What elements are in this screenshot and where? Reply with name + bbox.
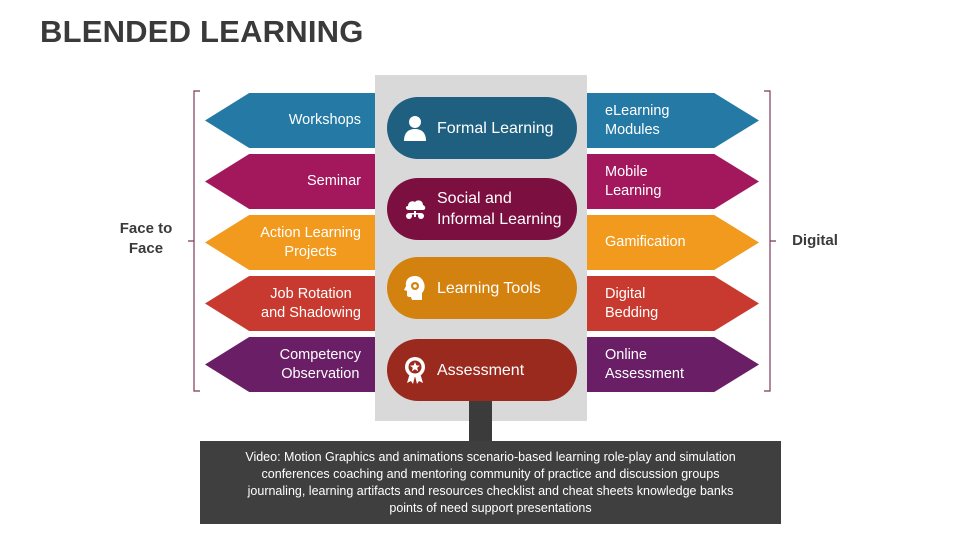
left-arrow-job-rotation: Job Rotation and Shadowing	[205, 276, 375, 331]
arrow-label: Mobile Learning	[605, 163, 662, 199]
right-arrow-mobile: Mobile Learning	[587, 154, 759, 209]
pill-label: Learning Tools	[437, 279, 541, 297]
left-arrow-action-learning: Action Learning Projects	[205, 215, 375, 270]
left-arrow-workshops: Workshops	[205, 93, 375, 148]
arrow-label: Seminar	[307, 173, 361, 189]
right-bracket	[764, 90, 776, 392]
digital-label: Digital	[792, 232, 838, 249]
arrow-label: eLearning Modules	[605, 102, 670, 138]
left-arrow-competency: Competency Observation	[205, 337, 375, 392]
page-title: BLENDED LEARNING	[40, 14, 364, 49]
arrow-label: Job Rotation and Shadowing	[261, 285, 361, 321]
pill-assessment: Assessment	[387, 339, 577, 401]
pill-label: Formal Learning	[437, 119, 554, 137]
arrow-label: Competency Observation	[279, 346, 361, 382]
connector-stem	[469, 400, 492, 442]
face-to-face-label: Face to Face	[119, 220, 173, 257]
right-arrow-gamification: Gamification	[587, 215, 759, 270]
pill-label: Social and Informal Learning	[437, 190, 562, 228]
right-arrow-elearning: eLearning Modules	[587, 93, 759, 148]
arrow-label: Online Assessment	[605, 346, 684, 382]
pill-formal-learning: Formal Learning	[387, 97, 577, 159]
arrow-label: Gamification	[605, 234, 686, 250]
person-icon	[401, 114, 429, 142]
arrow-label: Action Learning Projects	[260, 224, 361, 260]
bottom-description-text: Video: Motion Graphics and animations sc…	[245, 449, 736, 515]
arrow-label: Workshops	[288, 112, 361, 128]
arrow-label: Digital Bedding	[605, 285, 659, 321]
award-icon	[401, 356, 429, 384]
pill-social-informal: Social and Informal Learning	[387, 178, 577, 240]
right-arrow-digital-bedding: Digital Bedding	[587, 276, 759, 331]
head-gear-icon	[401, 274, 429, 302]
bottom-description-box: Video: Motion Graphics and animations sc…	[200, 441, 781, 524]
left-arrow-seminar: Seminar	[205, 154, 375, 209]
network-icon	[401, 195, 429, 223]
pill-learning-tools: Learning Tools	[387, 257, 577, 319]
right-arrow-online-assessment: Online Assessment	[587, 337, 759, 392]
pill-label: Assessment	[437, 361, 525, 379]
left-bracket	[188, 90, 200, 392]
